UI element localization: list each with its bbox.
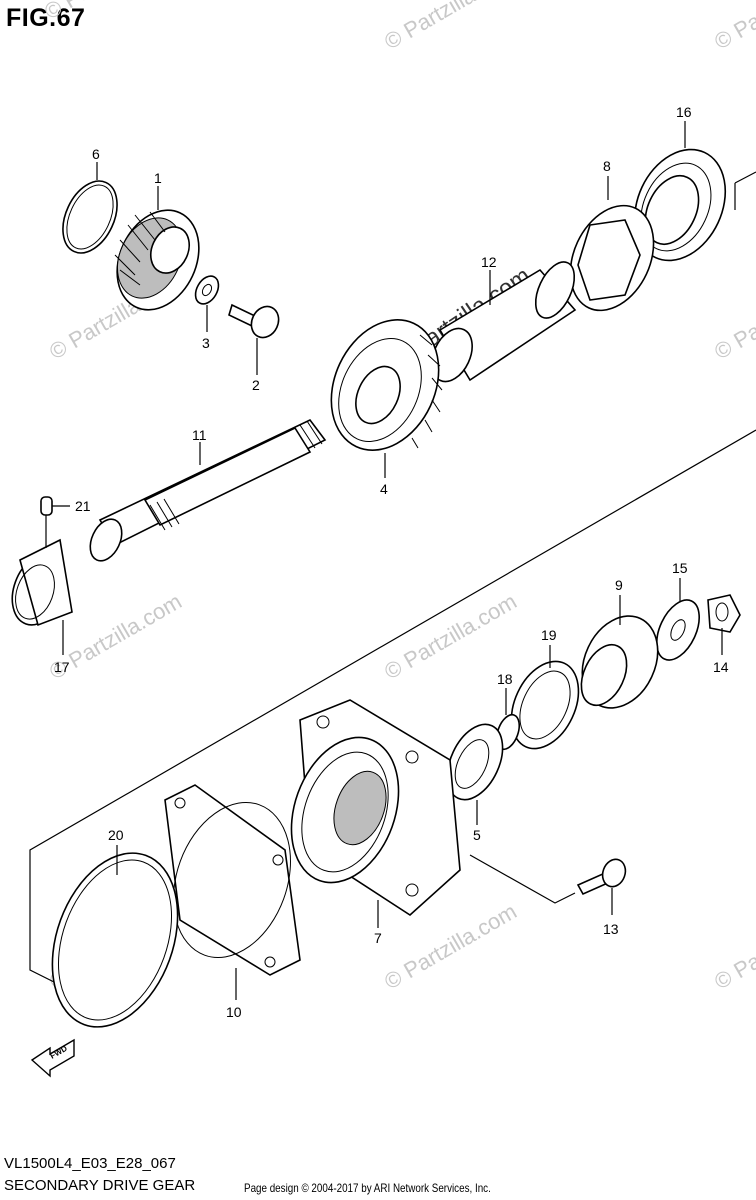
watermark: © Partzilla.com (380, 589, 521, 685)
callout-15: 15 (672, 560, 688, 576)
callout-10: 10 (226, 1004, 242, 1020)
part-6-o-ring (62, 180, 118, 254)
part-15-washer (656, 599, 700, 661)
callout-17: 17 (54, 659, 70, 675)
callout-12: 12 (481, 254, 497, 270)
leader-lines (45, 121, 723, 1000)
part-12-sleeve (431, 261, 577, 383)
watermark: © Partzilla.com (710, 0, 756, 54)
part-19-bearing (510, 660, 580, 750)
model-code: VL1500L4_E03_E28_067 (4, 1155, 176, 1172)
part-10-gasket (164, 784, 301, 976)
callout-8: 8 (603, 158, 611, 174)
watermark: © Partzilla.com (380, 899, 521, 995)
callout-11: 11 (192, 427, 207, 443)
part-20-o-ring (51, 852, 179, 1028)
part-5-oil-seal (446, 723, 504, 801)
part-14-nut (707, 594, 741, 633)
watermark: © Partzilla.com (380, 0, 521, 54)
watermark: © Partzilla.com (710, 899, 756, 995)
callout-6: 6 (92, 146, 100, 162)
diagram-name: SECONDARY DRIVE GEAR (4, 1177, 196, 1194)
part-2-bolt (228, 303, 280, 339)
callout-14: 14 (713, 659, 729, 675)
housing-outline (29, 171, 756, 986)
callout-2: 2 (252, 377, 260, 393)
figure-title: FIG.67 (6, 4, 86, 32)
watermark: © Partzilla.com (40, 0, 181, 24)
callout-21: 21 (75, 498, 91, 514)
part-9-coupling (580, 615, 659, 709)
part-8-hex-spacer (569, 204, 655, 312)
part-11-shaft (89, 418, 327, 562)
callout-20: 20 (108, 827, 124, 843)
callout-16: 16 (676, 104, 692, 120)
callout-1: 1 (154, 170, 162, 186)
part-13-bolt (576, 858, 627, 896)
callout-labels: 1 2 3 4 5 6 7 8 9 10 11 12 13 14 15 16 1… (54, 104, 729, 1020)
part-3-washer (194, 275, 220, 305)
part-21-pin (40, 496, 53, 516)
part-7-gear-case (290, 699, 461, 917)
watermark: © Partzilla.com (710, 269, 756, 365)
callout-13: 13 (603, 921, 619, 937)
forward-direction-arrow: FWD (30, 1038, 75, 1078)
part-17-needle-bearing (11, 538, 73, 627)
callout-19: 19 (541, 627, 557, 643)
copyright-credit: Page design © 2004-2017 by ARI Network S… (244, 1181, 491, 1195)
part-16-oil-seal (633, 148, 727, 262)
callout-9: 9 (615, 577, 623, 593)
callout-7: 7 (374, 930, 382, 946)
housing-outline-lower (469, 854, 576, 904)
callout-3: 3 (202, 335, 210, 351)
callout-4: 4 (380, 481, 388, 497)
callout-18: 18 (497, 671, 513, 687)
callout-5: 5 (473, 827, 481, 843)
part-4-bevel-gear (330, 319, 443, 451)
part-1-bevel-gear (114, 209, 200, 311)
